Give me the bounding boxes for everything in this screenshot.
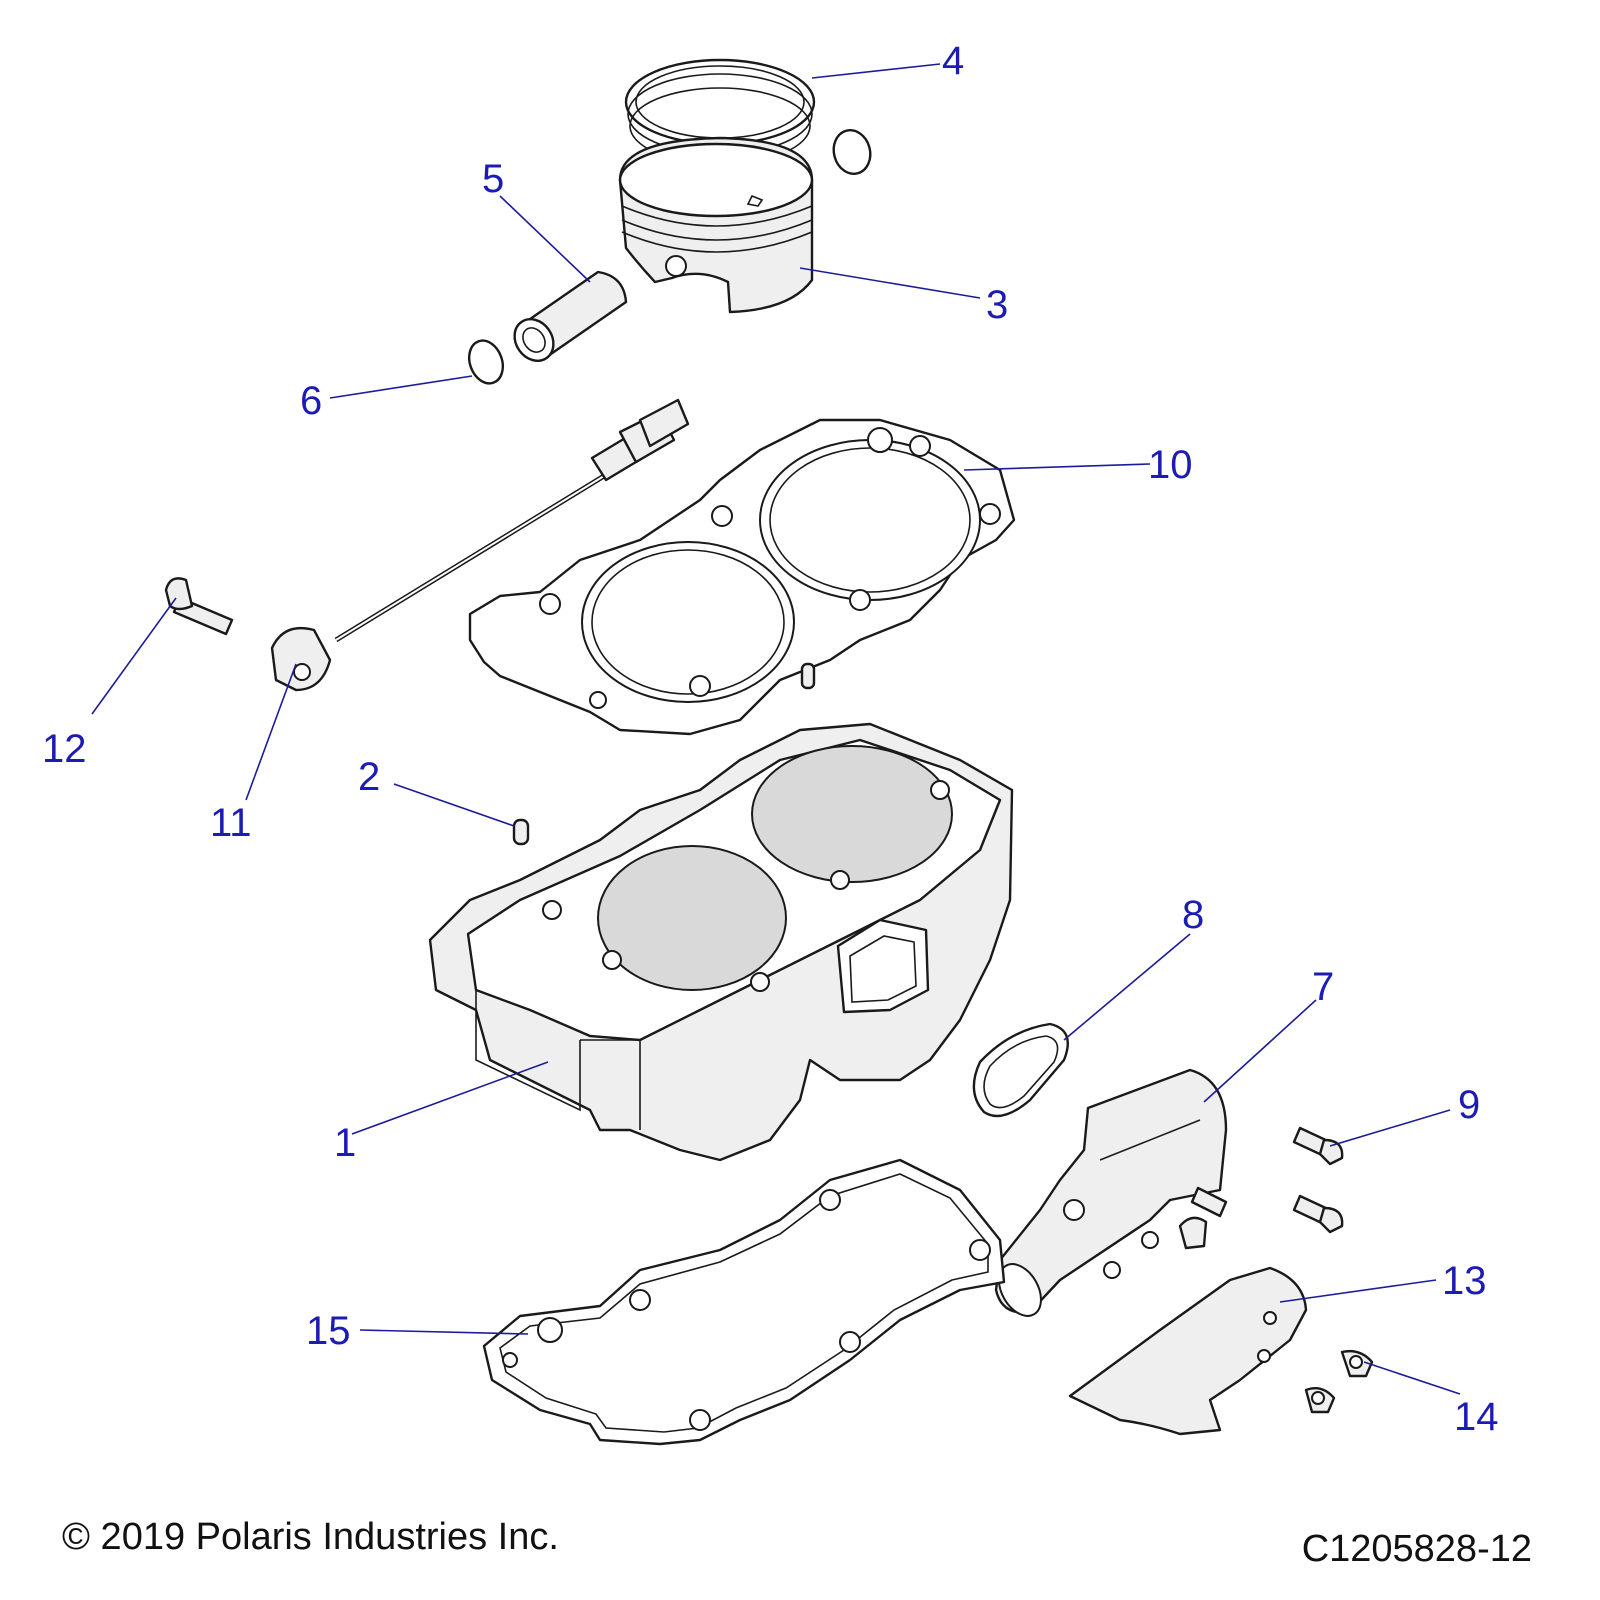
piston <box>618 136 814 314</box>
head-gasket <box>468 418 1016 736</box>
callout-labels: 4 5 3 6 10 12 11 2 1 8 7 9 13 14 15 <box>42 39 1499 1439</box>
callout-15: 15 <box>306 1309 351 1353</box>
heat-shield <box>1068 1266 1308 1436</box>
callout-2: 2 <box>358 755 380 799</box>
callout-10: 10 <box>1148 443 1193 487</box>
drawing-number: C1205828-12 <box>1301 1528 1532 1570</box>
wrist-pin <box>513 270 628 362</box>
callout-9: 9 <box>1458 1083 1480 1127</box>
thermostat-housing <box>994 1068 1228 1317</box>
callout-8: 8 <box>1182 893 1204 937</box>
callout-1: 1 <box>334 1121 356 1165</box>
base-gasket <box>482 1158 1006 1446</box>
knock-sensor <box>270 398 690 692</box>
callout-6: 6 <box>300 379 322 423</box>
copyright-notice: © 2019 Polaris Industries Inc. <box>62 1516 559 1558</box>
sensor-bolt <box>164 577 234 636</box>
callout-11: 11 <box>210 801 252 845</box>
callout-14: 14 <box>1454 1395 1499 1439</box>
housing-bolts <box>1178 1126 1344 1250</box>
cylinder-block <box>428 722 1014 1162</box>
callout-13: 13 <box>1442 1259 1487 1303</box>
thermostat-gasket <box>972 1022 1069 1118</box>
leader-lines <box>91 63 1461 1395</box>
callout-12: 12 <box>42 727 87 771</box>
pin-clip <box>467 339 505 385</box>
dowel-pin <box>512 818 530 846</box>
shield-bolts <box>1304 1349 1374 1414</box>
callout-4: 4 <box>942 39 964 83</box>
dowel-pin-upper <box>800 662 816 690</box>
callout-5: 5 <box>482 157 504 201</box>
callout-7: 7 <box>1312 965 1334 1009</box>
callout-3: 3 <box>986 283 1008 327</box>
